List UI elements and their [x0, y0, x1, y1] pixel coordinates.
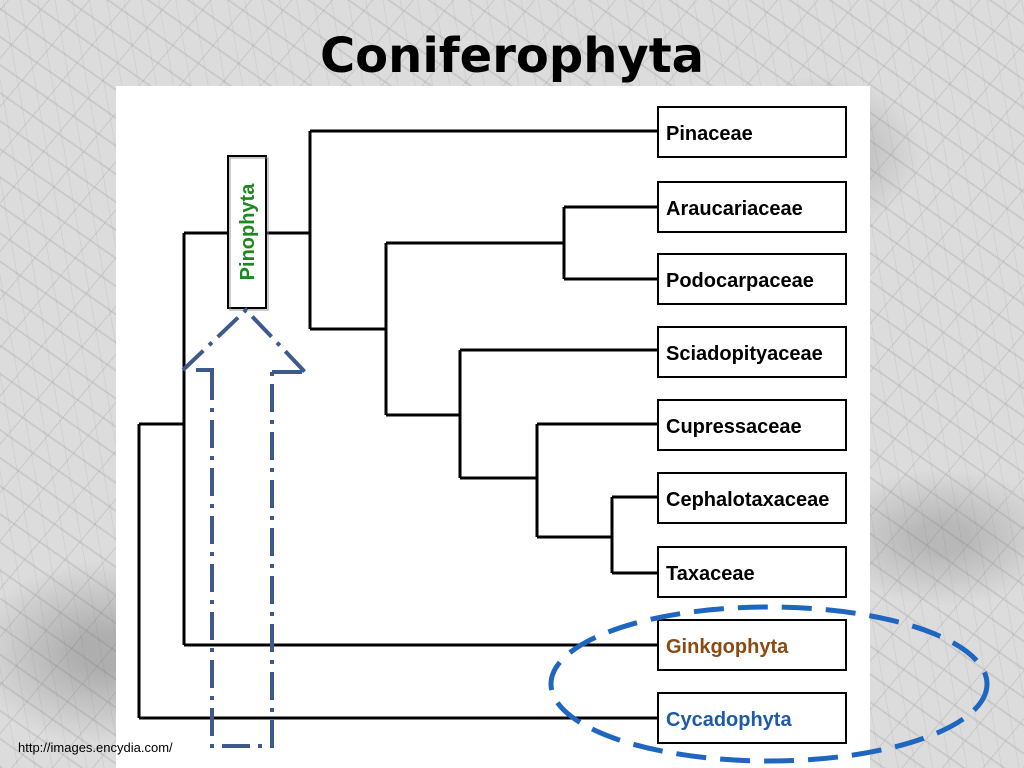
taxon-label-cupressaceae: Cupressaceae	[666, 416, 802, 438]
taxon-label-pinaceae: Pinaceae	[666, 123, 753, 145]
taxon-box-sciadopityaceae: Sciadopityaceae	[657, 326, 847, 378]
image-credit: http://images.encydia.com/	[18, 740, 173, 755]
pinophyta-label: Pinophyta	[237, 183, 259, 281]
slide-title: Coniferophyta	[319, 28, 705, 84]
taxon-label-cephalotaxaceae: Cephalotaxaceae	[666, 489, 829, 511]
pinophyta-box	[227, 155, 267, 309]
taxon-box-cycadophyta: Cycadophyta	[657, 692, 847, 744]
taxon-box-pinaceae: Pinaceae	[657, 106, 847, 158]
pinophyta-label-box: Pinophyta	[227, 155, 269, 311]
tree-branches	[137, 129, 658, 720]
taxon-label-ginkgophyta: Ginkgophyta	[666, 636, 789, 658]
taxon-label-podocarpaceae: Podocarpaceae	[666, 270, 814, 292]
taxon-box-araucariaceae: Araucariaceae	[657, 181, 847, 233]
taxon-box-cupressaceae: Cupressaceae	[657, 399, 847, 451]
taxon-label-sciadopityaceae: Sciadopityaceae	[666, 343, 823, 365]
arrow-shaft	[210, 372, 274, 748]
taxon-label-cycadophyta: Cycadophyta	[666, 709, 792, 731]
taxon-label-araucariaceae: Araucariaceae	[666, 198, 803, 220]
pinophyta-arrow-annotation	[181, 307, 307, 748]
taxon-label-taxaceae: Taxaceae	[666, 563, 755, 585]
taxon-box-ginkgophyta: Ginkgophyta	[657, 619, 847, 671]
taxon-box-cephalotaxaceae: Cephalotaxaceae	[657, 472, 847, 524]
ginkgo-cycad-highlight-ellipse	[548, 604, 990, 764]
taxon-box-podocarpaceae: Podocarpaceae	[657, 253, 847, 305]
taxon-box-taxaceae: Taxaceae	[657, 546, 847, 598]
arrow-head	[181, 307, 307, 374]
taxon-boxes: Pinaceae Araucariaceae Podocarpaceae Sci…	[657, 106, 847, 744]
